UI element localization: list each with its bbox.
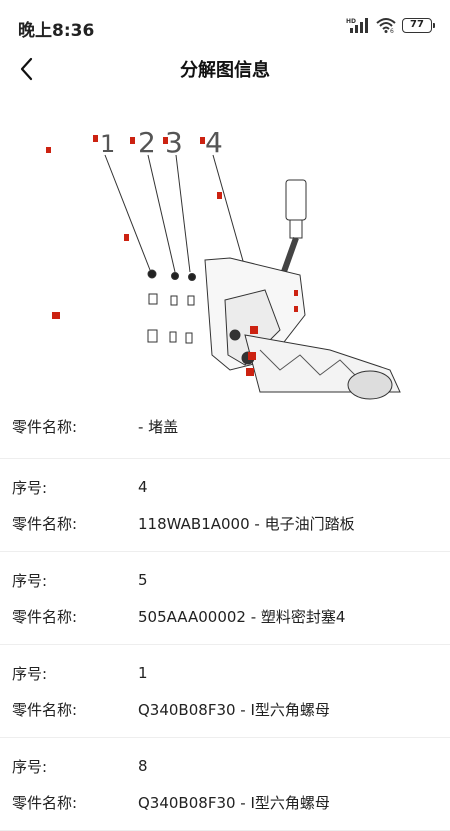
status-bar: 晚上8:36 HD 6 77 [0, 0, 450, 52]
seq-value: 1 [138, 664, 148, 682]
diagram-drawing: 1 2 3 4 [46, 126, 401, 400]
seq-label: 序号: [12, 757, 48, 776]
seq-row: 序号: 1 [0, 655, 450, 691]
battery-level: 77 [410, 18, 424, 30]
part-name-value: - 堵盖 [138, 417, 179, 436]
callout-4: 4 [205, 126, 223, 159]
part-name-value: Q340B08F30 - Ⅰ型六角螺母 [138, 700, 330, 719]
status-icons: HD 6 77 [346, 17, 435, 35]
seq-label: 序号: [12, 478, 48, 497]
callout-2: 2 [138, 126, 156, 159]
part-name-label: 零件名称: [12, 607, 78, 626]
svg-text:6: 6 [390, 28, 394, 35]
hd-label: HD [346, 18, 356, 25]
part-name-row: 零件名称: Q340B08F30 - Ⅰ型六角螺母 [0, 691, 450, 727]
seq-value: 8 [138, 757, 148, 775]
wifi-icon: 6 [376, 18, 396, 35]
seq-value: 4 [138, 478, 148, 496]
parts-list: 零件名称: - 堵盖 序号: 4 零件名称: 118WAB1A000 - 电子油… [0, 400, 450, 831]
back-button[interactable] [10, 52, 44, 86]
part-name-value: Q340B08F30 - Ⅰ型六角螺母 [138, 793, 330, 812]
seq-value: 5 [138, 571, 148, 589]
list-item[interactable]: 零件名称: - 堵盖 [0, 400, 450, 459]
list-item[interactable]: 序号: 8 零件名称: Q340B08F30 - Ⅰ型六角螺母 [0, 738, 450, 831]
seq-label: 序号: [12, 664, 48, 683]
part-name-row: 零件名称: - 堵盖 [0, 408, 450, 444]
callout-1: 1 [100, 130, 115, 158]
seq-row: 序号: 4 [0, 469, 450, 505]
seq-row: 序号: 5 [0, 562, 450, 598]
part-name-value: 505AAA00002 - 塑料密封塞4 [138, 607, 346, 626]
page-title: 分解图信息 [180, 60, 270, 81]
part-name-value: 118WAB1A000 - 电子油门踏板 [138, 514, 355, 533]
battery-icon: 77 [402, 17, 435, 33]
part-name-label: 零件名称: [12, 417, 78, 436]
part-name-label: 零件名称: [12, 514, 78, 533]
chevron-left-icon [20, 57, 33, 81]
part-name-row: 零件名称: 118WAB1A000 - 电子油门踏板 [0, 505, 450, 541]
seq-row: 序号: 8 [0, 748, 450, 784]
callout-3: 3 [165, 126, 183, 159]
part-name-label: 零件名称: [12, 700, 78, 719]
part-name-label: 零件名称: [12, 793, 78, 812]
status-time: 晚上8:36 [18, 21, 95, 41]
seq-label: 序号: [12, 571, 48, 590]
list-item[interactable]: 序号: 4 零件名称: 118WAB1A000 - 电子油门踏板 [0, 459, 450, 552]
list-item[interactable]: 序号: 1 零件名称: Q340B08F30 - Ⅰ型六角螺母 [0, 645, 450, 738]
signal-icon: HD [346, 18, 368, 33]
part-name-row: 零件名称: 505AAA00002 - 塑料密封塞4 [0, 598, 450, 634]
header: 分解图信息 [0, 52, 450, 86]
part-name-row: 零件名称: Q340B08F30 - Ⅰ型六角螺母 [0, 784, 450, 820]
exploded-diagram[interactable]: 1 2 3 4 [0, 100, 450, 400]
list-item[interactable]: 序号: 5 零件名称: 505AAA00002 - 塑料密封塞4 [0, 552, 450, 645]
